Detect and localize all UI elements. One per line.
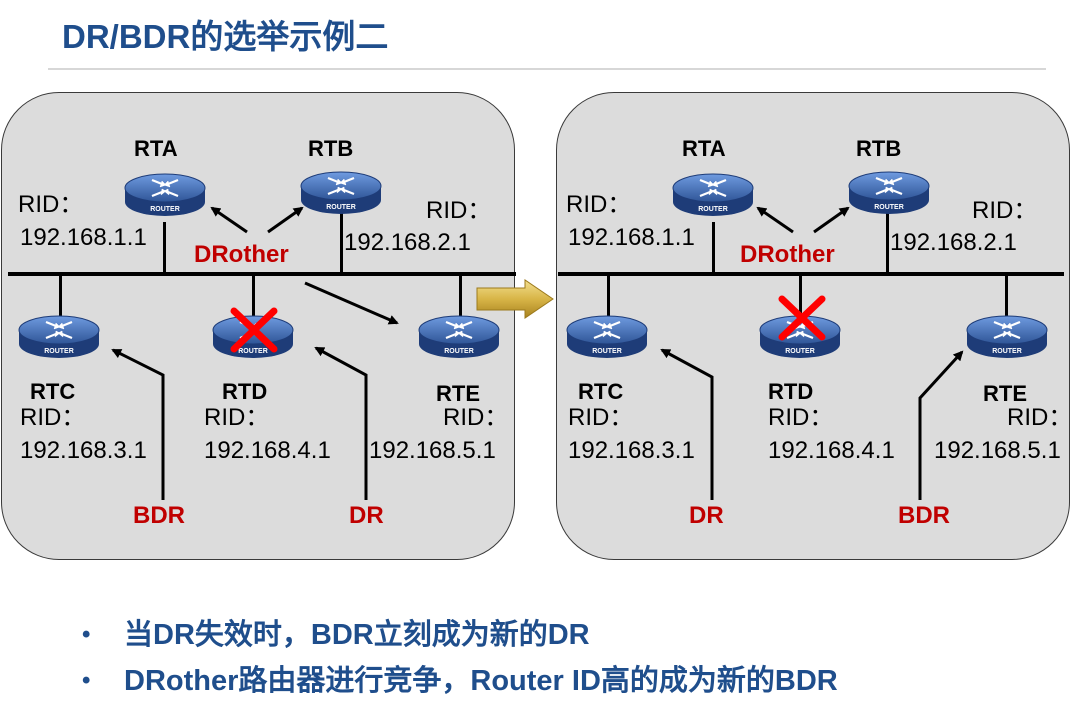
after-rte-router-icon: ROUTER <box>966 310 1048 364</box>
before-rtd-rid-label: RID： <box>204 404 270 431</box>
bullet-text-bdr-election: DRother路由器进行竞争，Router ID高的成为新的BDR <box>124 665 838 697</box>
after-rtd-rid-label: RID： <box>768 404 834 431</box>
before-rte-name: RTE <box>436 381 480 406</box>
before-rtd-rid-value: 192.168.4.1 <box>204 437 331 464</box>
title-divider <box>48 68 1046 70</box>
after-rta-rid-label: RID： <box>566 191 632 218</box>
router-icon-label: ROUTER <box>698 206 728 213</box>
before-rte-rid-value: 192.168.5.1 <box>369 437 496 464</box>
before-rtb-name: RTB <box>308 136 354 161</box>
after-rtb-router-icon: ROUTER <box>848 166 930 220</box>
before-rtc-router-icon: ROUTER <box>18 310 100 364</box>
before-rte-link <box>459 274 462 317</box>
before-rtd-failure-x-icon <box>230 307 278 353</box>
router-icon-label: ROUTER <box>785 348 815 355</box>
before-rtc-rid-value: 192.168.3.1 <box>20 437 147 464</box>
before-rtc-link <box>59 274 62 317</box>
after-rtd-name: RTD <box>768 379 814 404</box>
summary-bullet-list: • 当DR失效时，BDR立刻成为新的DR • DRother路由器进行竞争，Rout… <box>82 612 838 704</box>
router-icon-label: ROUTER <box>238 348 268 355</box>
after-rtc-rid-label: RID： <box>568 404 634 431</box>
before-drother-label: DRother <box>194 241 289 268</box>
after-drother-label: DRother <box>740 241 835 268</box>
bullet-item: • DRother路由器进行竞争，Router ID高的成为新的BDR <box>82 658 838 704</box>
before-dr-label: DR <box>349 502 384 529</box>
after-rtb-rid-label: RID： <box>972 197 1038 224</box>
after-rtb-link <box>886 206 889 274</box>
before-rtc-rid-label: RID： <box>20 404 86 431</box>
after-ethernet-segment <box>558 272 1064 276</box>
after-rte-rid-value: 192.168.5.1 <box>934 437 1061 464</box>
after-rtc-name: RTC <box>578 379 624 404</box>
after-rte-name: RTE <box>983 381 1027 406</box>
bullet-marker: • <box>82 667 91 694</box>
after-rtd-router-icon: ROUTER <box>759 310 841 364</box>
after-rtd-rid-value: 192.168.4.1 <box>768 437 895 464</box>
before-rte-rid-label: RID： <box>443 404 509 431</box>
before-rtd-link <box>252 274 255 317</box>
before-rtc-name: RTC <box>30 379 76 404</box>
router-icon-label: ROUTER <box>150 206 180 213</box>
transition-arrow-icon <box>476 279 554 319</box>
after-rtd-link <box>799 274 802 317</box>
bullet-text-dr-failure: 当DR失效时，BDR立刻成为新的DR <box>124 619 590 651</box>
bullet-marker: • <box>82 621 91 648</box>
before-rta-rid-label: RID： <box>18 191 84 218</box>
before-bdr-label: BDR <box>133 502 185 529</box>
bullet-item: • 当DR失效时，BDR立刻成为新的DR <box>82 612 838 658</box>
before-rtb-link <box>340 203 343 274</box>
after-rta-router-icon: ROUTER <box>672 168 754 222</box>
after-rtb-name: RTB <box>856 136 902 161</box>
after-rtc-link <box>607 274 610 317</box>
before-rtb-rid-value: 192.168.2.1 <box>344 229 471 256</box>
after-rtc-rid-value: 192.168.3.1 <box>568 437 695 464</box>
router-icon-label: ROUTER <box>444 348 474 355</box>
router-icon-label: ROUTER <box>44 348 74 355</box>
after-rta-name: RTA <box>682 136 726 161</box>
before-rta-name: RTA <box>134 136 178 161</box>
after-rtb-rid-value: 192.168.2.1 <box>890 229 1017 256</box>
before-rtb-router-icon: ROUTER <box>300 166 382 220</box>
after-rte-rid-label: RID： <box>1007 404 1073 431</box>
after-rta-link <box>712 222 715 274</box>
after-rtd-failure-x-icon <box>778 295 826 341</box>
router-icon-label: ROUTER <box>992 348 1022 355</box>
before-rta-rid-value: 192.168.1.1 <box>20 224 147 251</box>
before-rtd-router-icon: ROUTER <box>212 310 294 364</box>
before-rta-link <box>163 222 166 274</box>
before-rta-router-icon: ROUTER <box>124 168 206 222</box>
after-dr-label: DR <box>689 502 724 529</box>
after-rte-link <box>1005 274 1008 317</box>
after-bdr-label: BDR <box>898 502 950 529</box>
before-rtd-name: RTD <box>222 379 268 404</box>
router-icon-label: ROUTER <box>326 204 356 211</box>
before-rtb-rid-label: RID： <box>426 197 492 224</box>
router-icon-label: ROUTER <box>592 348 622 355</box>
after-rta-rid-value: 192.168.1.1 <box>568 224 695 251</box>
page-title: DR/BDR的选举示例二 <box>62 18 389 55</box>
before-ethernet-segment <box>8 272 516 276</box>
before-rte-router-icon: ROUTER <box>418 310 500 364</box>
after-rtc-router-icon: ROUTER <box>566 310 648 364</box>
router-icon-label: ROUTER <box>874 204 904 211</box>
